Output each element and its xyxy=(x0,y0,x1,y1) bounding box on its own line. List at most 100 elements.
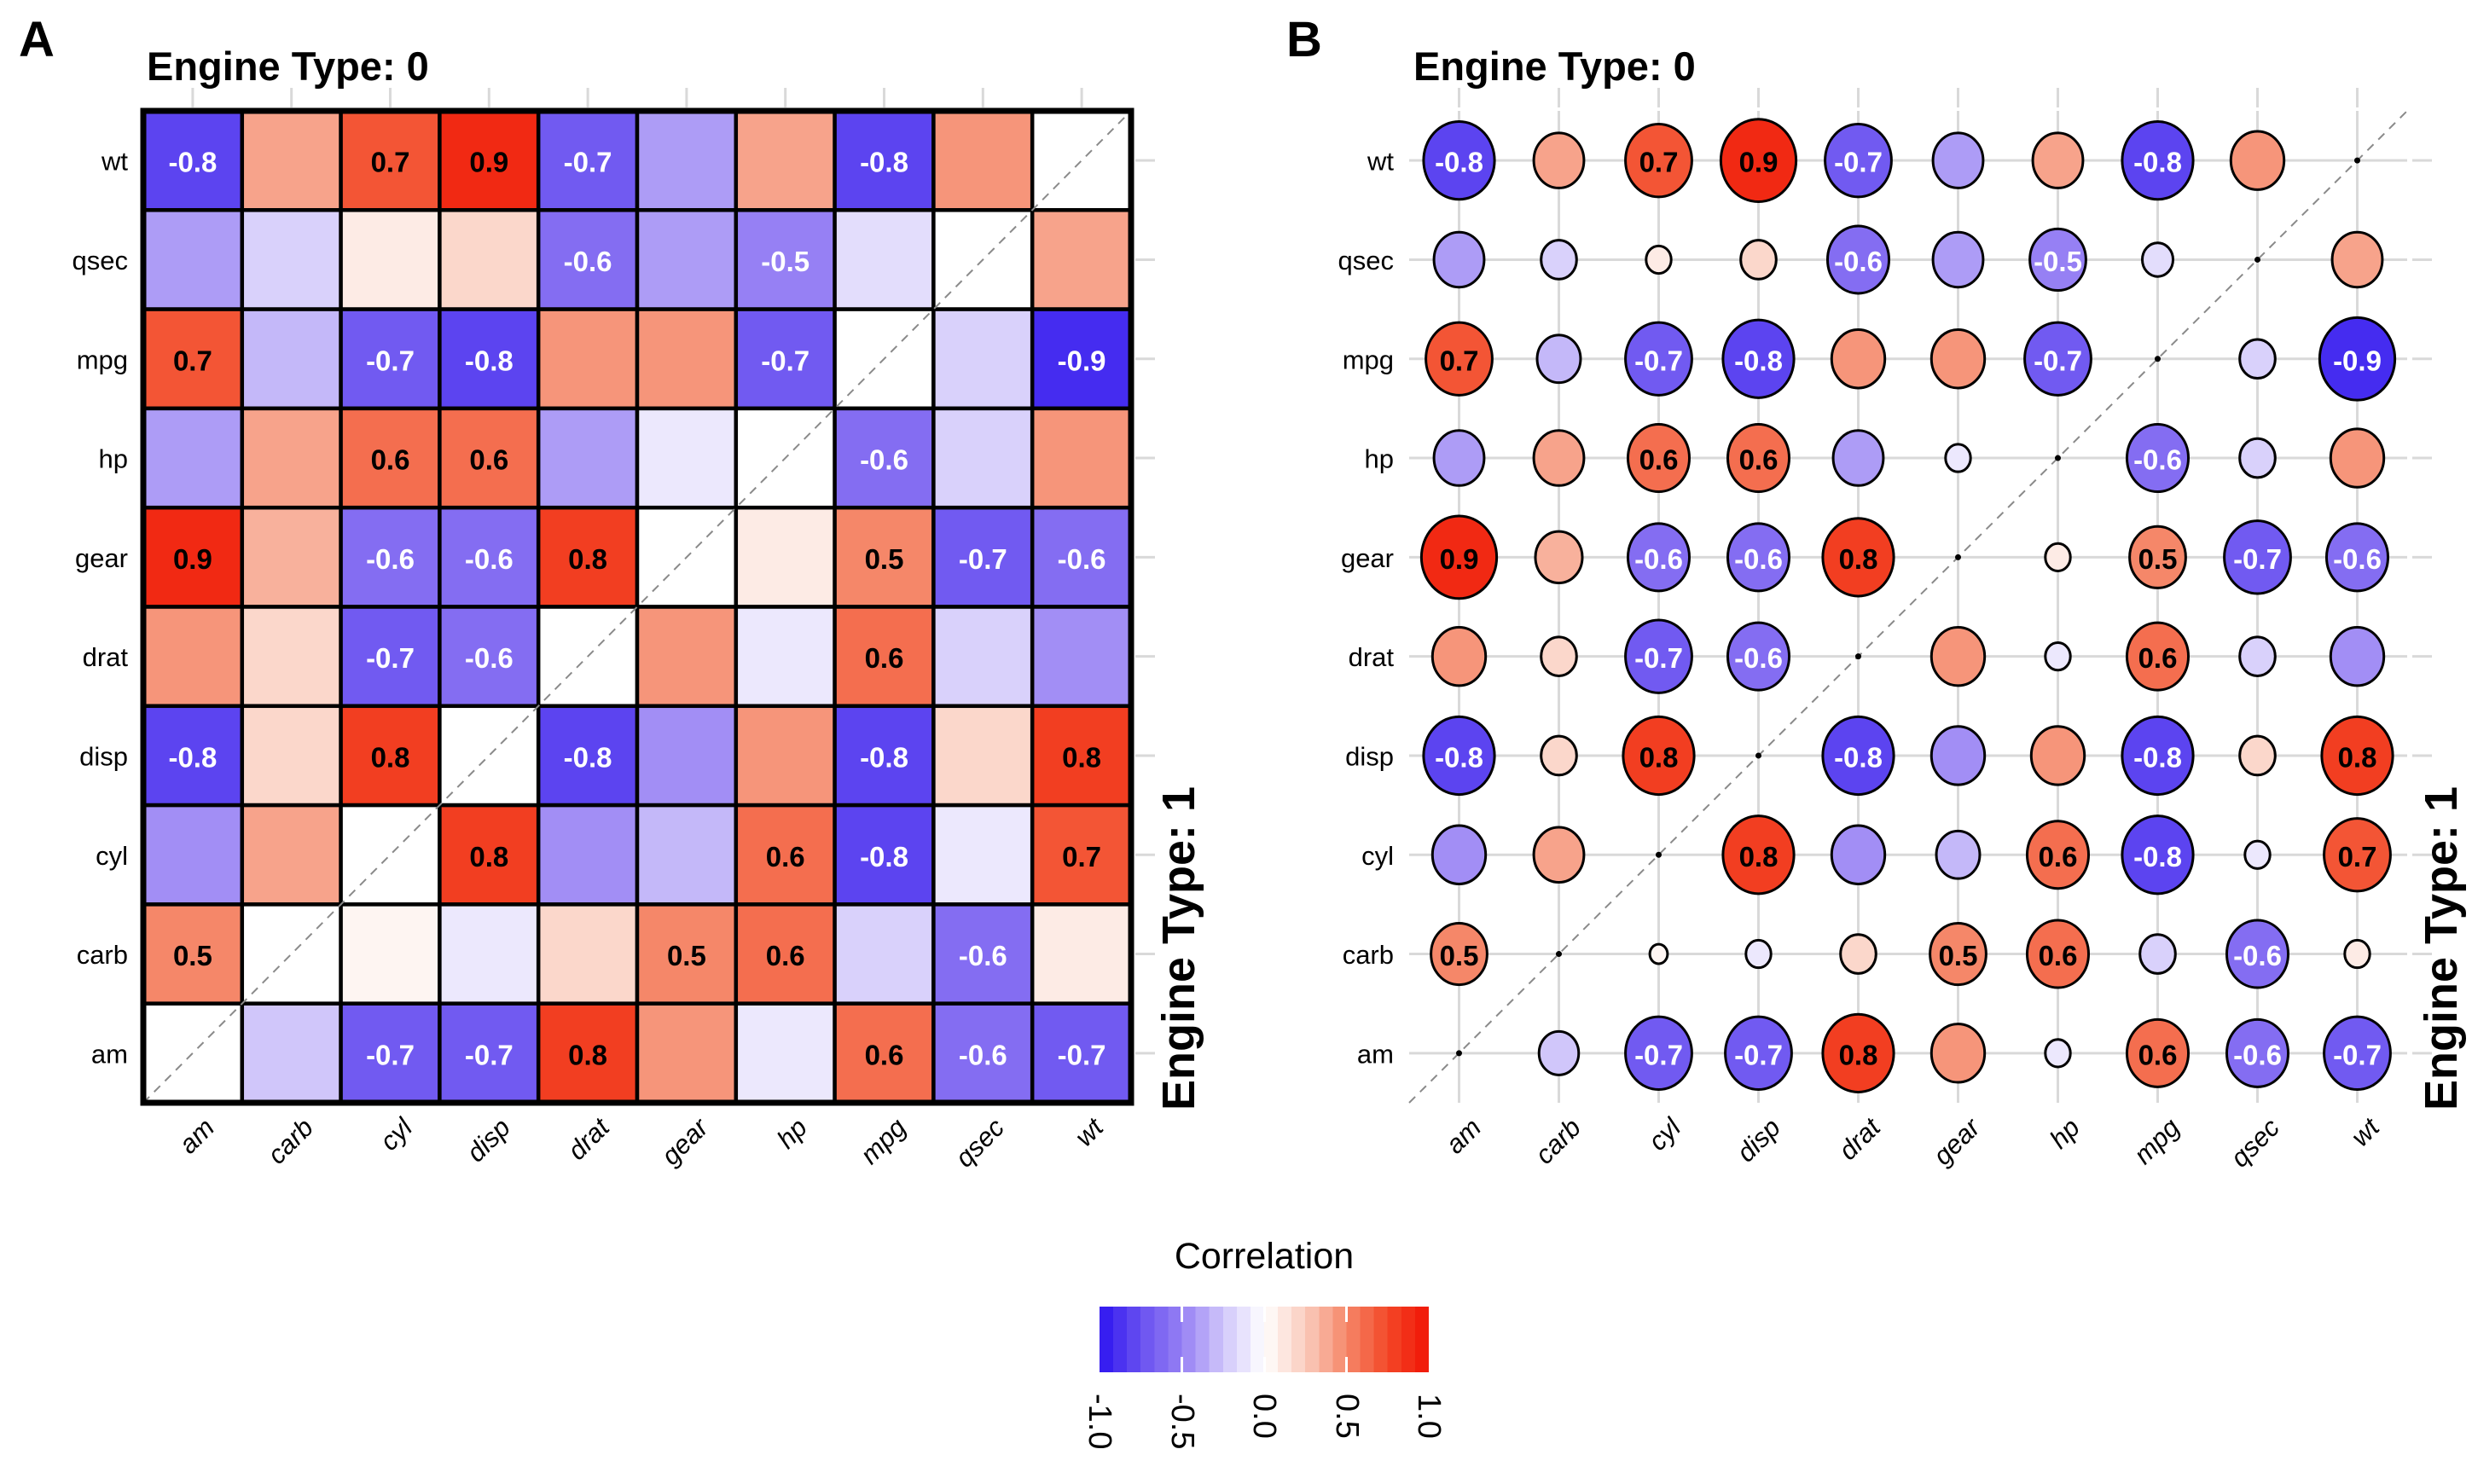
cell-qsec-wt xyxy=(1030,208,1134,311)
circle-carb-drat xyxy=(1839,933,1877,975)
circle-hp-drat xyxy=(1831,429,1885,487)
cell-value-disp-mpg: -0.8 xyxy=(860,741,908,773)
cell-mpg-cyl xyxy=(339,307,442,411)
circle-value-gear-wt: -0.6 xyxy=(2333,543,2382,575)
circle-qsec-cyl xyxy=(1645,244,1673,275)
circle-gear-wt xyxy=(2324,522,2390,593)
cell-wt-gear xyxy=(635,108,739,212)
circle-carb-qsec xyxy=(2225,919,2290,989)
cell-value-qsec-hp: -0.5 xyxy=(761,246,809,277)
cell-disp-am xyxy=(141,704,245,808)
circle-value-carb-gear: 0.5 xyxy=(1939,940,1978,971)
cell-cyl-cyl xyxy=(339,803,442,907)
cell-cyl-drat xyxy=(536,803,640,907)
diag-dot-cyl xyxy=(1656,851,1662,858)
cell-hp-am xyxy=(141,406,245,510)
cell-cyl-mpg xyxy=(833,803,936,907)
circle-value-drat-cyl: -0.7 xyxy=(1634,642,1683,674)
circle-qsec-hp xyxy=(2028,227,2087,293)
cell-value-am-mpg: 0.6 xyxy=(865,1039,904,1070)
cell-value-mpg-wt: -0.9 xyxy=(1058,345,1106,376)
cell-gear-wt xyxy=(1030,505,1134,609)
cell-value-drat-cyl: -0.7 xyxy=(366,642,415,674)
panel-a-row-label-carb: carb xyxy=(77,940,128,970)
circle-mpg-gear xyxy=(1929,328,1987,390)
cell-value-gear-qsec: -0.7 xyxy=(959,543,1007,575)
panel-a-row-label-disp: disp xyxy=(79,741,128,771)
circle-drat-wt xyxy=(2329,625,2386,687)
panel-a-row-label-am: am xyxy=(91,1039,128,1069)
circle-value-mpg-hp: -0.7 xyxy=(2034,345,2082,376)
cell-value-gear-wt: -0.6 xyxy=(1058,543,1106,575)
cell-value-gear-drat: 0.8 xyxy=(568,543,607,575)
circle-mpg-carb xyxy=(1535,333,1582,385)
circle-am-drat xyxy=(1821,1012,1895,1093)
circle-wt-cyl xyxy=(1624,122,1693,199)
cell-carb-mpg xyxy=(833,902,936,1006)
cell-value-gear-disp: -0.6 xyxy=(465,543,514,575)
cell-disp-mpg xyxy=(833,704,936,808)
circle-wt-gear xyxy=(1931,131,1985,189)
cell-value-am-drat: 0.8 xyxy=(568,1039,607,1070)
cell-value-hp-cyl: 0.6 xyxy=(371,444,410,476)
circle-qsec-drat xyxy=(1825,224,1891,295)
panel-a-right-facet-label: Engine Type: 1 xyxy=(1153,785,1204,1110)
cell-value-am-qsec: -0.6 xyxy=(959,1039,1007,1070)
cell-wt-qsec xyxy=(931,108,1035,212)
circle-carb-disp xyxy=(1744,938,1773,970)
circle-value-disp-cyl: 0.8 xyxy=(1639,741,1679,773)
cell-value-hp-disp: 0.6 xyxy=(469,444,508,476)
cell-qsec-disp xyxy=(438,208,541,311)
cell-gear-qsec xyxy=(931,505,1035,609)
cell-hp-drat xyxy=(536,406,640,510)
diag-dot-am xyxy=(1456,1050,1462,1057)
cell-value-gear-am: 0.9 xyxy=(173,543,212,575)
circle-qsec-disp xyxy=(1739,239,1778,281)
cell-value-disp-drat: -0.8 xyxy=(564,741,612,773)
cell-value-cyl-disp: 0.8 xyxy=(469,841,508,872)
circle-hp-am xyxy=(1432,429,1486,487)
cell-mpg-qsec xyxy=(931,307,1035,411)
circle-value-drat-mpg: 0.6 xyxy=(2138,642,2178,674)
circle-am-wt xyxy=(2323,1015,2392,1092)
circle-value-disp-drat: -0.8 xyxy=(1834,741,1883,773)
circle-mpg-cyl xyxy=(1624,321,1693,397)
circle-value-am-wt: -0.7 xyxy=(2333,1039,2382,1070)
circle-drat-mpg xyxy=(2125,621,2191,692)
cell-mpg-carb xyxy=(240,307,343,411)
circle-value-gear-mpg: 0.5 xyxy=(2138,543,2178,575)
panel-b-right-facet-label: Engine Type: 1 xyxy=(2416,785,2467,1110)
circle-hp-wt xyxy=(2329,427,2386,489)
cell-cyl-hp xyxy=(734,803,837,907)
circle-value-mpg-wt: -0.9 xyxy=(2333,345,2382,376)
circle-wt-disp xyxy=(1719,118,1798,204)
panel-a-diagonal-line xyxy=(142,110,1132,1104)
circle-am-disp xyxy=(1724,1015,1793,1092)
cell-drat-disp xyxy=(438,605,541,709)
circle-value-gear-cyl: -0.6 xyxy=(1634,543,1683,575)
cell-value-drat-mpg: 0.6 xyxy=(865,642,904,674)
circle-value-hp-disp: 0.6 xyxy=(1739,444,1779,476)
diag-dot-drat xyxy=(1855,653,1861,660)
panel-b-diagonal-line xyxy=(1408,110,2408,1104)
circle-cyl-drat xyxy=(1830,824,1887,885)
circle-hp-disp xyxy=(1726,423,1791,494)
circle-qsec-carb xyxy=(1540,239,1578,281)
circle-carb-am xyxy=(1430,921,1488,987)
cell-am-hp xyxy=(734,1001,837,1105)
cell-hp-qsec xyxy=(931,406,1035,510)
circle-am-qsec xyxy=(2225,1017,2290,1088)
cell-disp-carb xyxy=(240,704,343,808)
panel-a-tag: A xyxy=(19,12,55,67)
cell-value-wt-cyl: 0.7 xyxy=(371,147,410,178)
circle-value-mpg-disp: -0.8 xyxy=(1734,345,1783,376)
circle-value-am-drat: 0.8 xyxy=(1839,1039,1878,1070)
cell-drat-qsec xyxy=(931,605,1035,709)
legend-tick-label-0.5: 0.5 xyxy=(1328,1394,1365,1439)
circle-value-gear-qsec: -0.7 xyxy=(2233,543,2282,575)
cell-hp-carb xyxy=(240,406,343,510)
diag-dot-qsec xyxy=(2254,256,2260,263)
circle-drat-qsec xyxy=(2238,635,2277,677)
circle-value-disp-mpg: -0.8 xyxy=(2133,741,2182,773)
